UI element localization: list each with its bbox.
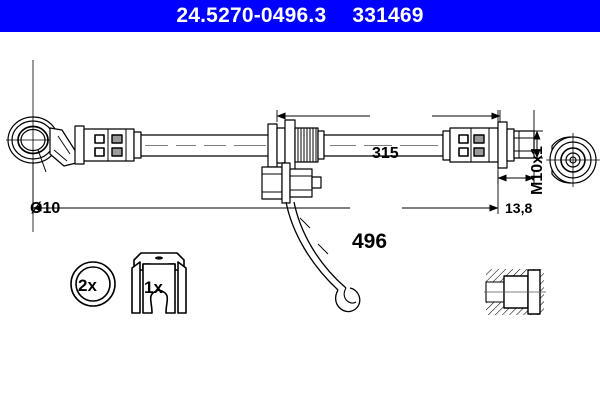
left-crimp-ferrule: [74, 125, 142, 165]
dimension-315: [276, 110, 501, 122]
clip-quantity-label: 1x: [144, 278, 163, 297]
washer-quantity-label: 2x: [78, 276, 97, 295]
center-mounting-bracket: [267, 119, 325, 172]
bracket-bolt-assembly: [261, 162, 322, 204]
j-hook-retainer: [285, 201, 361, 313]
dimension-label-thread: M10x1: [529, 146, 546, 195]
threaded-male-fitting: [497, 121, 535, 169]
technical-drawing: 315 496 13,8 Ø10 M10x1 2x 1x: [0, 32, 600, 400]
dimension-label-13-8: 13,8: [505, 200, 533, 216]
dimension-label-315: 315: [372, 145, 399, 162]
reference-number: 331469: [352, 4, 424, 27]
title-bar: 24.5270-0496.3 331469: [0, 0, 600, 32]
flexible-hose: [140, 134, 272, 157]
end-view-section: [546, 133, 600, 187]
retaining-clip: [131, 252, 187, 314]
right-crimp-ferrule: [442, 127, 499, 163]
sealing-washer: [70, 261, 116, 307]
part-number: 24.5270-0496.3: [176, 4, 327, 27]
eye-neck: [49, 127, 77, 167]
dimension-m10x1: [528, 130, 543, 159]
dimension-label-496: 496: [352, 230, 388, 253]
dimension-label-eye-diameter: Ø10: [30, 200, 61, 217]
dimension-13-8: [497, 110, 535, 184]
section-detail: [484, 269, 546, 315]
